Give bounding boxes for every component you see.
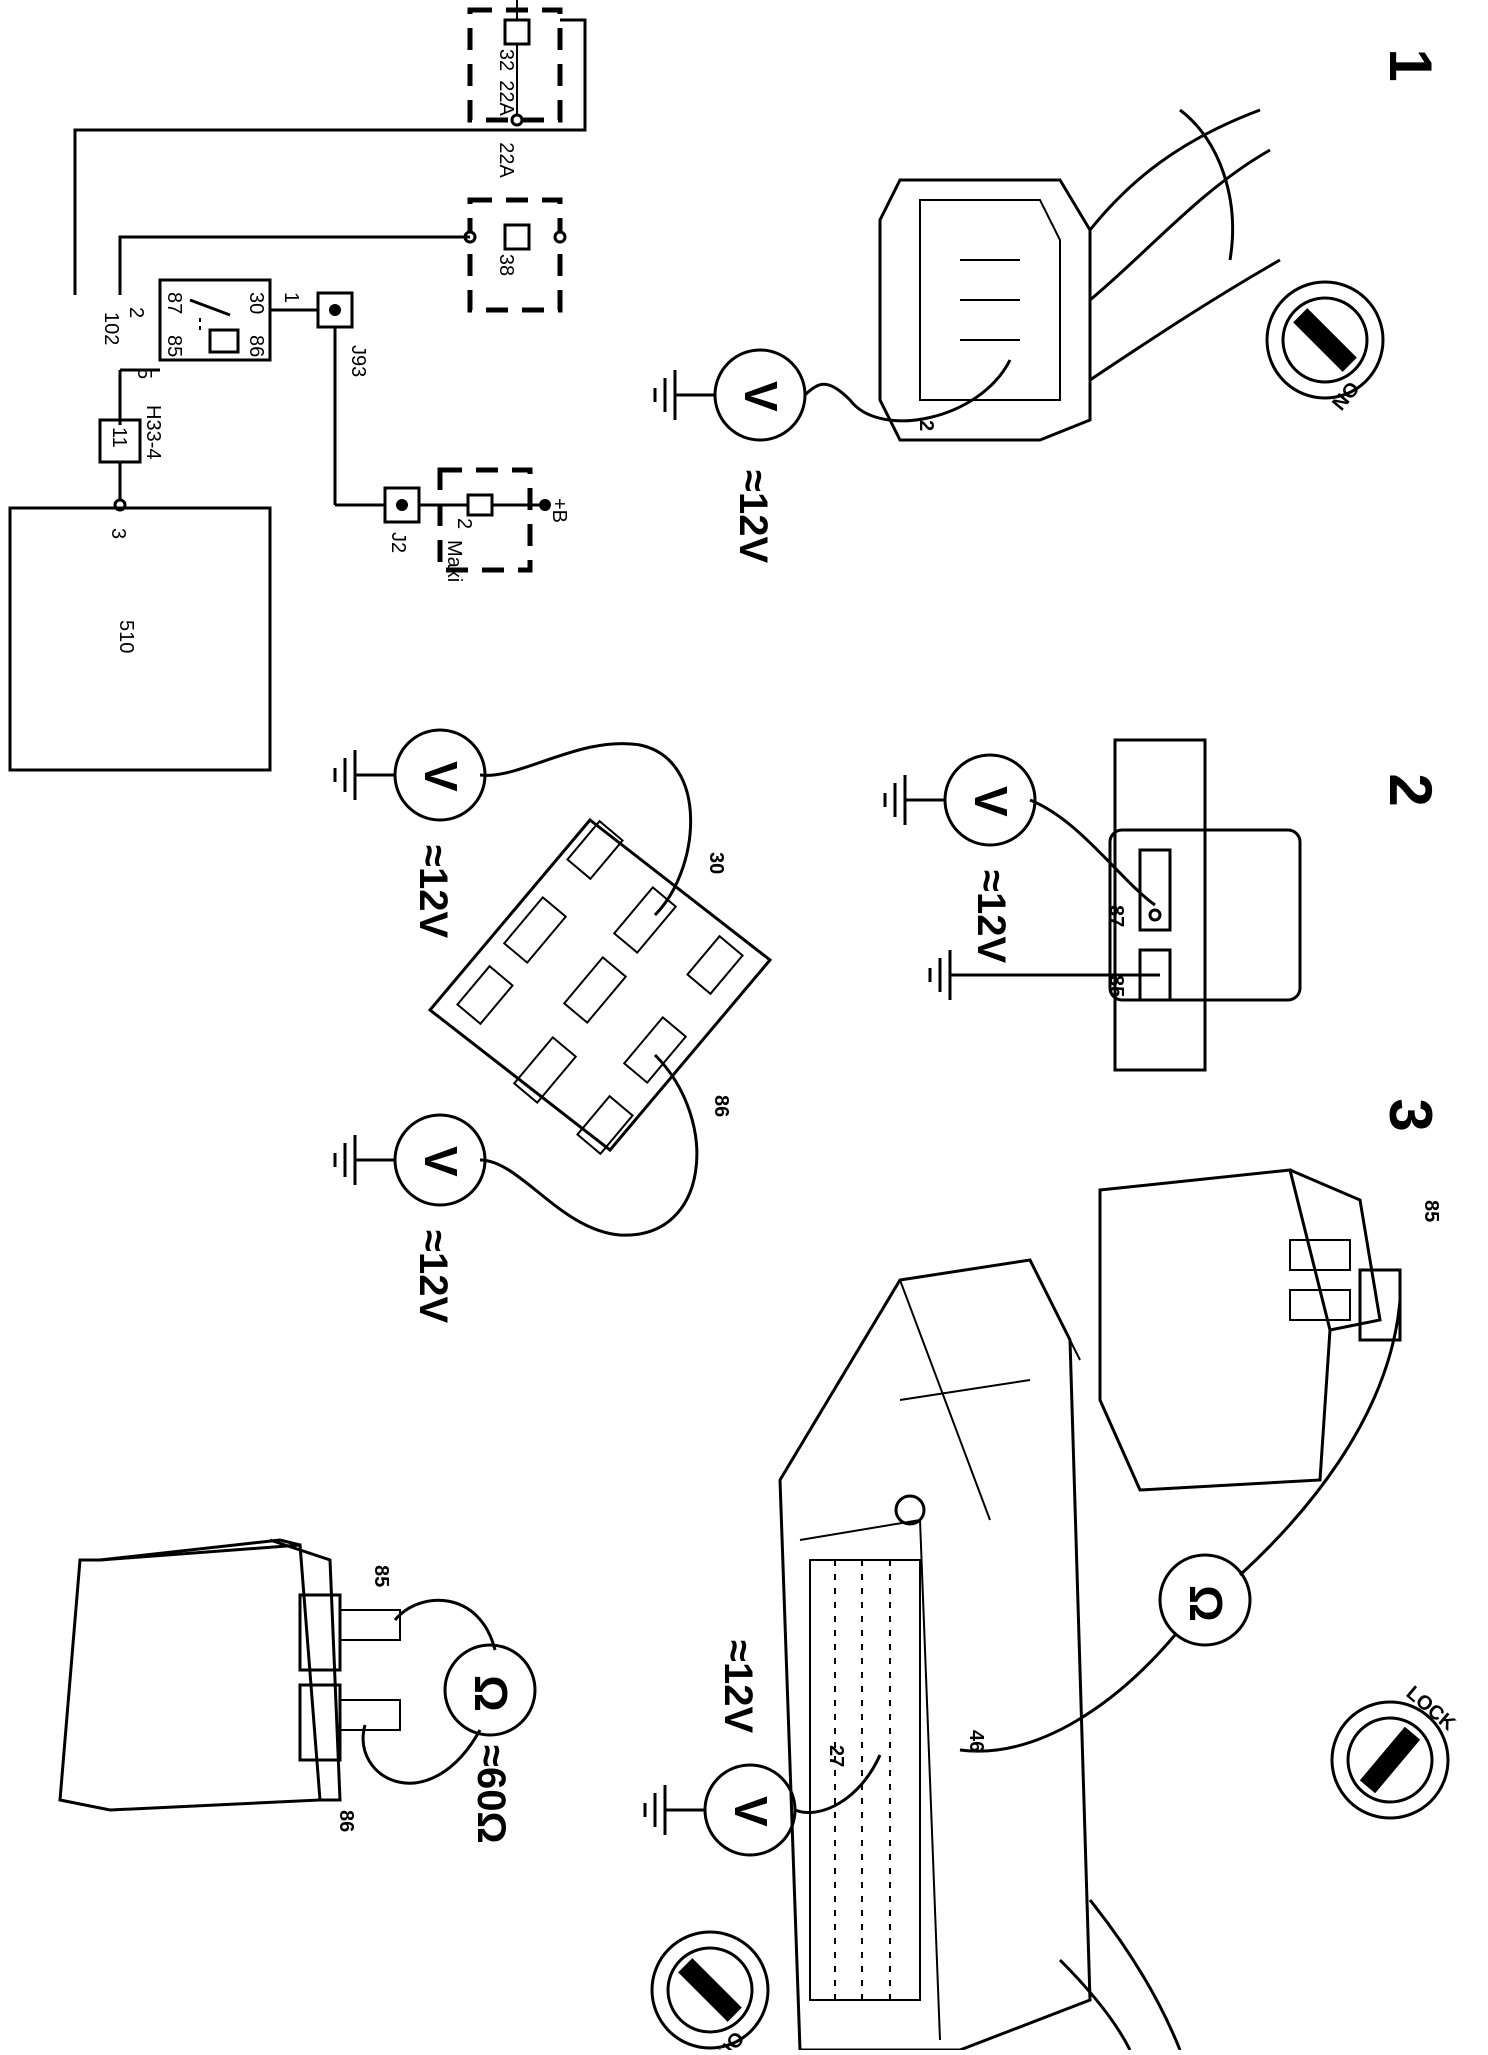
step-1-number: 1 bbox=[1377, 48, 1444, 81]
step-2-volt-symbol: V bbox=[965, 786, 1017, 817]
schematic: 32 22A 22A 38 87 30 85 86 1 2 10 bbox=[8, 0, 587, 772]
relay-pin-1: 1 bbox=[280, 292, 302, 303]
step-2-reading: ≈12V bbox=[969, 870, 1013, 963]
socket-volt-symbol-b: V bbox=[415, 1146, 467, 1177]
socket-pin-86: 86 bbox=[710, 1095, 732, 1117]
step-3-ohmmeter: Ω bbox=[1158, 1553, 1252, 1647]
step-1-reading: ≈12V bbox=[731, 470, 775, 563]
connector-h33-4: 11 H33-4 bbox=[98, 368, 164, 512]
step-3-reading: ≈12V bbox=[716, 1640, 760, 1733]
step-1-pin-label: 2 bbox=[915, 420, 937, 431]
step-3-ohm-lead-a bbox=[1238, 1299, 1402, 1577]
fuse-top-number: 32 bbox=[495, 49, 517, 71]
socket-lead-a bbox=[479, 742, 693, 917]
step-3-volt-symbol: V bbox=[725, 1796, 777, 1827]
step-1-volt-symbol: V bbox=[735, 381, 787, 412]
socket-lead-b bbox=[479, 1053, 699, 1237]
step-3-voltmeter: V bbox=[643, 1763, 797, 1857]
socket-voltmeter-a: V bbox=[333, 728, 487, 822]
step-1-panel: 2 V ≈12V ON bbox=[653, 108, 1385, 563]
step-3-volt-pin: 27 bbox=[825, 1745, 847, 1767]
socket-reading-b: ≈12V bbox=[411, 1230, 455, 1323]
step-2-panel: 87 85 V ≈12V bbox=[883, 738, 1302, 1072]
relay-socket bbox=[427, 817, 773, 1153]
relay-coil-panel: 85 86 Ω ≈60Ω bbox=[58, 1538, 537, 1844]
connector-pin: 11 bbox=[108, 427, 130, 448]
step-3-pin-grid bbox=[809, 1559, 921, 2001]
step-3-pin-85: 85 bbox=[1420, 1200, 1442, 1222]
relay-pin-102: 102 bbox=[100, 312, 122, 345]
relay-pin-85: 85 bbox=[163, 335, 185, 357]
coil-pin-86: 86 bbox=[335, 1810, 357, 1832]
socket-voltmeter-b: V bbox=[333, 1113, 487, 1207]
step-1-voltmeter: V bbox=[653, 348, 807, 442]
step-2-relay-panel bbox=[1113, 738, 1207, 1072]
junction-j93: J93 bbox=[270, 291, 369, 505]
ignition-switch-on-1: ON bbox=[1265, 280, 1385, 414]
step-2-probe-lead bbox=[1029, 798, 1156, 907]
step-3-ohm-symbol: Ω bbox=[1180, 1585, 1232, 1622]
junction-j2-label: J2 bbox=[387, 532, 409, 553]
fuse-maxi-label: Maxi bbox=[443, 540, 465, 582]
step-3-number: 3 bbox=[1377, 1098, 1444, 1131]
ignition-switch-lock: LOCK bbox=[1330, 1682, 1460, 1820]
step-2-number: 2 bbox=[1377, 773, 1444, 806]
coil-ohmmeter: Ω bbox=[443, 1643, 537, 1737]
relay-schematic: 87 30 85 86 1 2 102 5 bbox=[100, 278, 302, 379]
socket-reading-a: ≈12V bbox=[411, 845, 455, 938]
fuse-mid-rating: 22A bbox=[495, 142, 517, 178]
junction-j93-label: J93 bbox=[347, 345, 369, 377]
step-2-pin-85: 85 bbox=[1105, 975, 1127, 997]
junction-j2: J2 bbox=[335, 486, 421, 553]
step-3-panel: 85 27 46 Ω V bbox=[643, 1168, 1460, 2055]
coil-ohm-symbol: Ω bbox=[465, 1675, 517, 1712]
step-1-probe-lead bbox=[803, 359, 1012, 423]
ignition-switch-lock-label: LOCK bbox=[1402, 1682, 1460, 1736]
fuse-mid: 22A 38 bbox=[463, 142, 567, 313]
relay-pin-2: 2 bbox=[125, 307, 147, 318]
socket-test-panel: 30 86 V ≈12V V ≈12V bbox=[333, 728, 773, 1323]
step-3-relay bbox=[1098, 1168, 1402, 1492]
step-2-pin-87: 87 bbox=[1105, 905, 1127, 927]
fuse-mid-number: 38 bbox=[495, 254, 517, 276]
fuse-maxi: 2 Maxi +B bbox=[419, 467, 570, 582]
step-3-ohm-lead-b bbox=[959, 1634, 1177, 1753]
socket-volt-symbol-a: V bbox=[415, 761, 467, 792]
coil-lead-a bbox=[393, 1598, 497, 1651]
step-3-ecu-connector bbox=[778, 1258, 1182, 2052]
step-3-ohm-pin: 46 bbox=[965, 1730, 987, 1752]
connector-name: H33-4 bbox=[142, 405, 164, 459]
relay-pin-5: 5 bbox=[133, 368, 155, 379]
socket-pin-30: 30 bbox=[705, 852, 727, 874]
ecu-510: 510 3 bbox=[8, 506, 272, 772]
step-2-ground-line bbox=[928, 950, 1160, 1000]
coil-pin-85: 85 bbox=[370, 1565, 392, 1587]
ecu-name: 510 bbox=[115, 620, 137, 653]
fuse-maxi-number: 2 bbox=[453, 518, 475, 529]
relay-pin-87: 87 bbox=[163, 292, 185, 314]
fuse-top: 32 22A bbox=[467, 0, 563, 127]
step-2-voltmeter: V bbox=[883, 753, 1037, 847]
step-2-terminals bbox=[1138, 848, 1172, 1002]
step-3-volt-lead bbox=[794, 1754, 882, 1815]
coil-relay-body bbox=[58, 1538, 401, 1812]
coil-lead-b bbox=[361, 1724, 482, 1785]
ecu-pin: 3 bbox=[107, 528, 129, 539]
relay-pin-30: 30 bbox=[245, 292, 267, 314]
ignition-switch-on-2: ON bbox=[650, 1930, 770, 2055]
fuse-top-rating: 22A bbox=[495, 80, 517, 116]
step-1-connector bbox=[878, 108, 1281, 442]
step-2-relay-body bbox=[1108, 828, 1302, 1002]
relay-pin-86: 86 bbox=[245, 335, 267, 357]
battery-label: +B bbox=[548, 498, 570, 523]
coil-reading: ≈60Ω bbox=[469, 1745, 513, 1844]
socket-slots bbox=[456, 819, 744, 1156]
